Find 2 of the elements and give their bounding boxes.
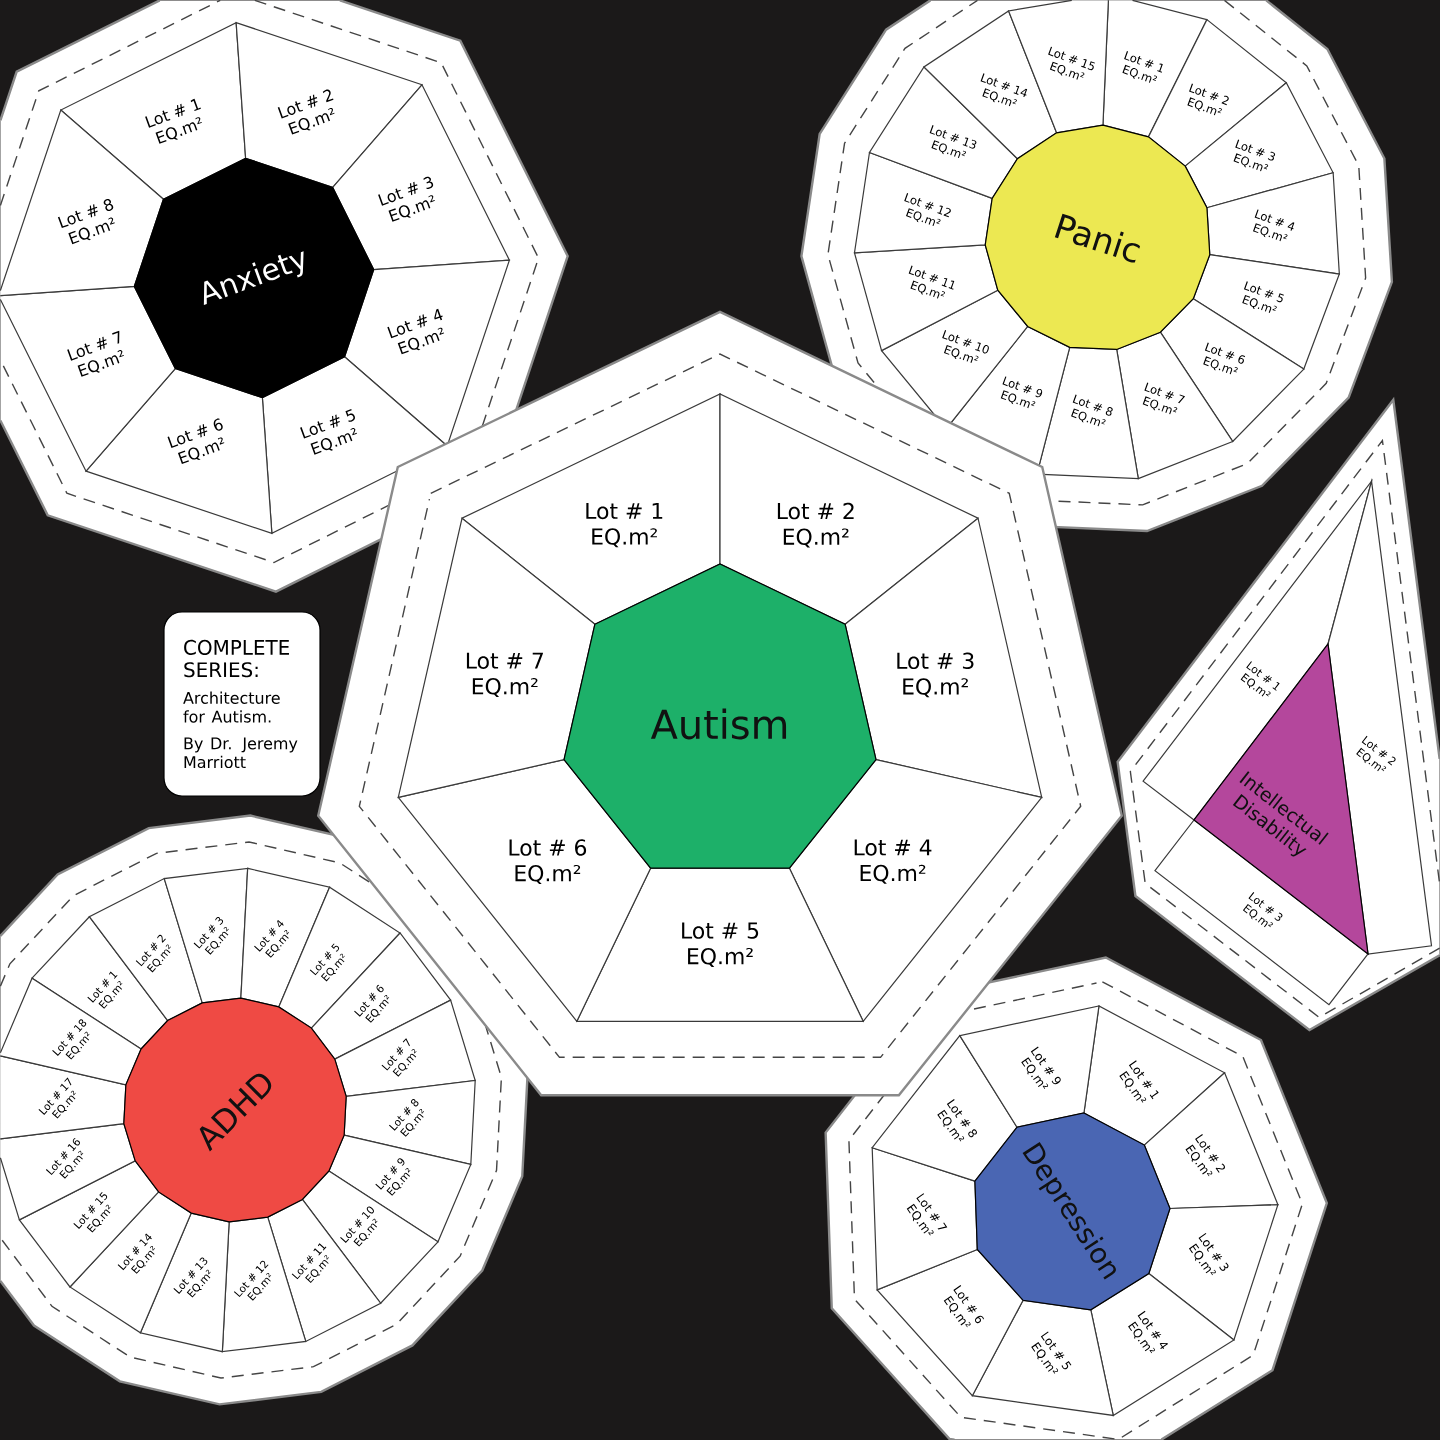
lot-segment: Lot # 1 EQ.m² <box>460 393 721 625</box>
lot-segment: Lot # 2 EQ.m² <box>719 393 980 625</box>
